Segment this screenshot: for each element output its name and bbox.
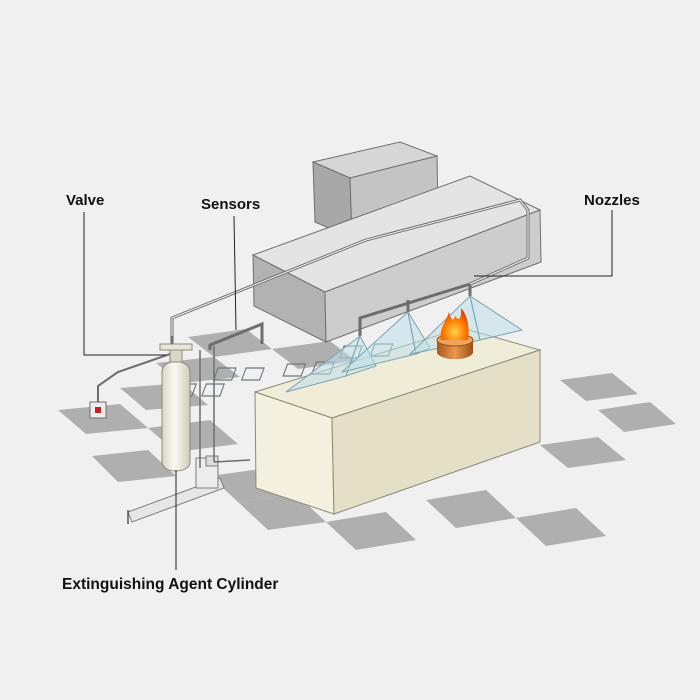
detection-line bbox=[199, 346, 251, 468]
valve-callout-line bbox=[83, 212, 166, 356]
cylinder-label: Extinguishing Agent Cylinder bbox=[62, 576, 279, 593]
valve-label: Valve bbox=[66, 192, 105, 209]
nozzles-callout-line bbox=[474, 210, 613, 277]
sensors-label: Sensors bbox=[201, 196, 261, 213]
callout-lines bbox=[83, 210, 613, 570]
exhaust-hood bbox=[251, 175, 542, 343]
flaming-pot bbox=[436, 308, 474, 359]
manual-pull-station-icon bbox=[89, 353, 171, 419]
flame-icon bbox=[440, 308, 469, 340]
nozzles-label: Nozzles bbox=[584, 192, 640, 209]
sensors-callout-line bbox=[233, 215, 237, 331]
